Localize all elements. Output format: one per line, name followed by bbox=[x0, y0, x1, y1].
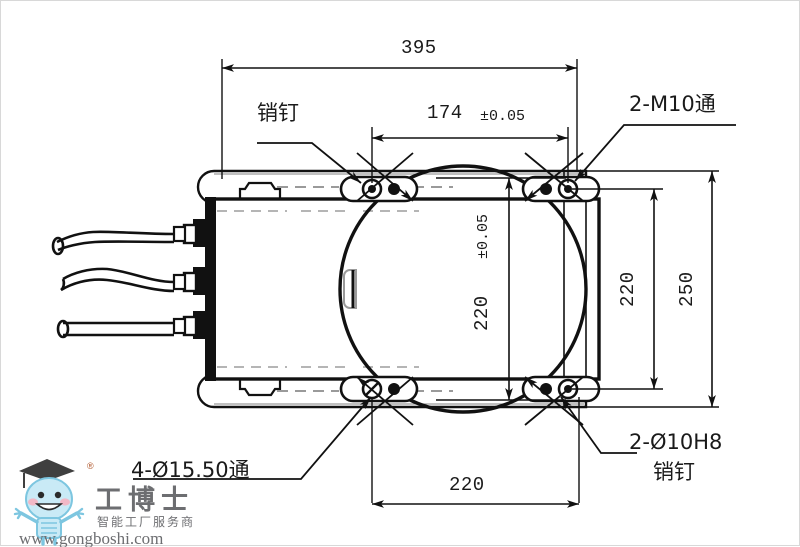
main-housing bbox=[205, 197, 601, 381]
dim-pin-span-vertical-text: 220 bbox=[617, 271, 639, 307]
dimension-overall-height bbox=[586, 170, 719, 408]
dimension-pin-span-horizontal bbox=[371, 397, 580, 508]
dimension-bore-diameter bbox=[436, 177, 566, 401]
dimension-overall-width bbox=[221, 59, 578, 179]
right-frame-edges bbox=[563, 171, 587, 407]
dim-overall-height-text: 250 bbox=[676, 271, 698, 307]
leader-cross-marks bbox=[356, 152, 584, 426]
dimension-pin-span-vertical bbox=[572, 188, 663, 390]
registered-mark: ® bbox=[87, 461, 94, 471]
leader-pin-top-left bbox=[257, 142, 362, 184]
leader-hole-bottom-left bbox=[133, 396, 372, 480]
hose-bundle bbox=[51, 230, 175, 339]
watermark-brand: 工博士 bbox=[95, 484, 194, 516]
boss-bottom-left bbox=[339, 375, 419, 403]
dim-pin-span-horizontal-text: 220 bbox=[449, 474, 485, 496]
dim-bore-diameter-text: 220 bbox=[471, 295, 493, 331]
leader-thread-top-right bbox=[574, 124, 736, 182]
annotation-pin-top-left: 销钉 bbox=[257, 101, 299, 125]
watermark-url: www.gongboshi.com bbox=[19, 529, 163, 547]
mascot-icon bbox=[13, 459, 85, 546]
dim-bolt-span-text: 174 bbox=[427, 102, 463, 124]
leader-pin-bottom-right bbox=[560, 396, 637, 454]
annotation-hole-bottom-left: 4-Ø15.50通 bbox=[131, 458, 250, 482]
annotation-pin-bottom-right-line1: 2-Ø10H8 bbox=[629, 430, 722, 454]
boss-top-left bbox=[339, 175, 419, 203]
dimension-bolt-span bbox=[371, 127, 569, 183]
annotation-thread-top-right: 2-M10通 bbox=[629, 92, 716, 116]
watermark-logo-group: ® 工博士 智能工厂服务商 www.gongboshi.com bbox=[13, 459, 195, 547]
dim-bore-diameter-tolerance-text: ±0.05 bbox=[475, 214, 492, 259]
dim-bolt-span-tolerance-text: ±0.05 bbox=[480, 108, 525, 125]
machine-body-group bbox=[51, 164, 601, 414]
annotation-pin-bottom-right-line2: 销钉 bbox=[653, 460, 695, 484]
dim-overall-width-text: 395 bbox=[401, 37, 437, 59]
connector-block bbox=[172, 219, 209, 339]
watermark-tagline: 智能工厂服务商 bbox=[97, 514, 195, 529]
